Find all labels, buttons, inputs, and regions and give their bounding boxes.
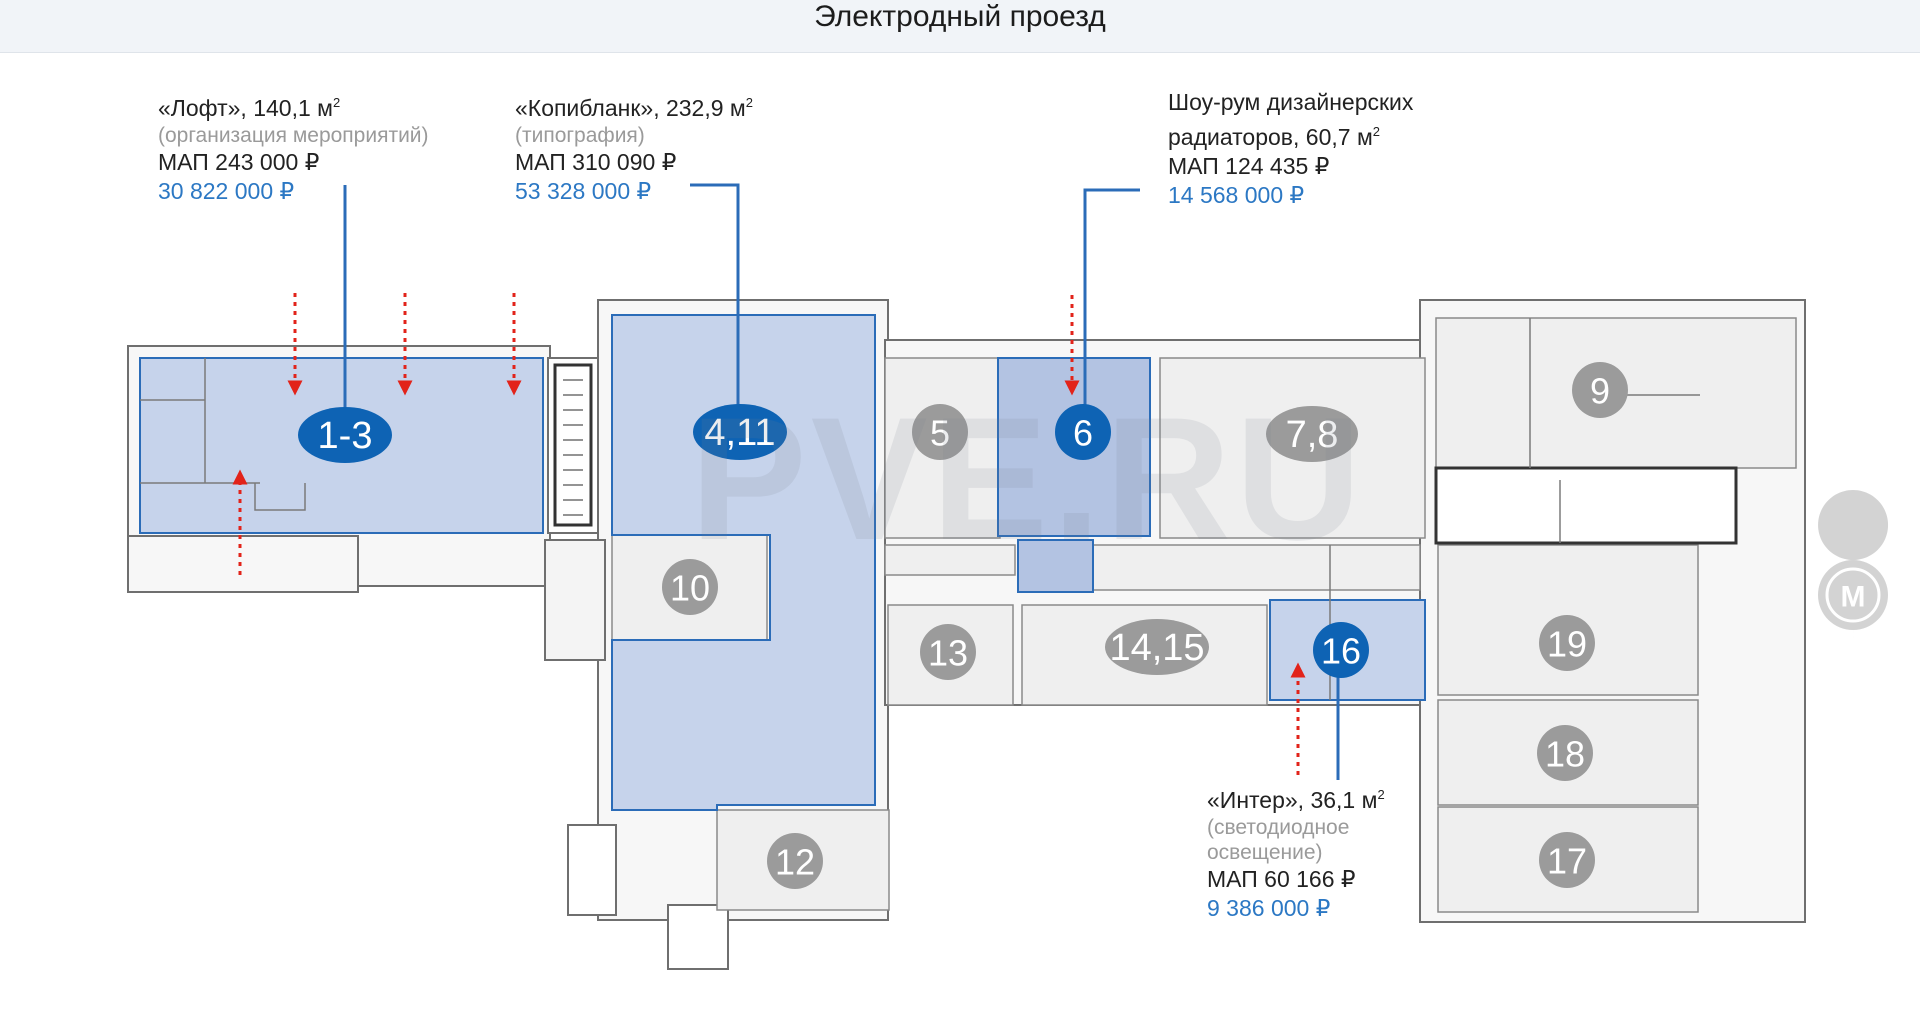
inter-subtitle-line2: освещение) [1207, 841, 1323, 864]
unit-badge-16[interactable]: 16 [1313, 622, 1369, 678]
unit-label-12: 12 [775, 842, 815, 883]
unit-badge-4-11[interactable]: 4,11 [693, 404, 787, 460]
callout-kopiblank: «Копибланк», 232,9 м2 (типография) МАП 3… [515, 95, 753, 204]
unit-badge-13[interactable]: 13 [920, 624, 976, 680]
unit-label-7-8: 7,8 [1286, 414, 1339, 456]
entrance-arrows [232, 293, 1306, 775]
kopiblank-price: 53 328 000 ₽ [515, 178, 652, 204]
unit-badge-6[interactable]: 6 [1055, 404, 1111, 460]
unit-label-19: 19 [1547, 624, 1587, 665]
street-header: Электродный проезд [0, 0, 1920, 53]
unit-label-17: 17 [1547, 841, 1587, 882]
kopiblank-subtitle: (типография) [515, 124, 645, 147]
unit-label-16: 16 [1321, 631, 1361, 672]
showroom-title-line1: Шоу-рум дизайнерских [1168, 89, 1414, 115]
unit-badges: 1-3 4,11 5 6 7,8 9 10 12 [298, 362, 1628, 889]
unit-label-9: 9 [1590, 371, 1610, 412]
inter-subtitle-line1: (светодиодное [1207, 816, 1350, 839]
inter-price: 9 386 000 ₽ [1207, 895, 1331, 921]
callout-showroom: Шоу-рум дизайнерских радиаторов, 60,7 м2… [1168, 89, 1414, 208]
street-name: Электродный проезд [814, 0, 1106, 33]
watermark: PVE.RU [690, 382, 1366, 577]
showroom-price: 14 568 000 ₽ [1168, 182, 1305, 208]
stairs [553, 363, 593, 527]
unit-label-13: 13 [928, 633, 968, 674]
showroom-title-line2: радиаторов, 60,7 м [1168, 124, 1373, 150]
callout-inter: «Интер», 36,1 м2 (светодиодное освещение… [1207, 787, 1385, 921]
callout-loft: «Лофт», 140,1 м2 (организация мероприяти… [158, 95, 429, 204]
unit-label-6: 6 [1073, 413, 1093, 454]
inter-title: «Интер», 36,1 м [1207, 787, 1378, 813]
unit-label-18: 18 [1545, 734, 1585, 775]
unit-badge-9[interactable]: 9 [1572, 362, 1628, 418]
loft-subtitle: (организация мероприятий) [158, 124, 429, 147]
kopiblank-map: МАП 310 090 ₽ [515, 149, 677, 175]
unit-badge-14-15[interactable]: 14,15 [1105, 619, 1209, 675]
unit-label-5: 5 [930, 413, 950, 454]
unit-label-10: 10 [670, 568, 710, 609]
unit-badge-12[interactable]: 12 [767, 833, 823, 889]
metro-marker[interactable]: М [1818, 490, 1889, 648]
unit-badge-17[interactable]: 17 [1539, 832, 1595, 888]
unit-label-4-11: 4,11 [704, 412, 775, 454]
loft-map: МАП 243 000 ₽ [158, 149, 320, 175]
unit-badge-18[interactable]: 18 [1537, 725, 1593, 781]
unit-badge-7-8[interactable]: 7,8 [1266, 406, 1358, 462]
unit-label-14-15: 14,15 [1109, 627, 1204, 669]
unit-badge-1-3[interactable]: 1-3 [298, 407, 392, 463]
loft-price: 30 822 000 ₽ [158, 178, 295, 204]
showroom-map: МАП 124 435 ₽ [1168, 153, 1330, 179]
unit-badge-5[interactable]: 5 [912, 404, 968, 460]
inter-map: МАП 60 166 ₽ [1207, 866, 1356, 892]
kopiblank-title: «Копибланк», 232,9 м [515, 95, 746, 121]
loft-title: «Лофт», 140,1 м [158, 95, 333, 121]
unit-label-1-3: 1-3 [318, 415, 373, 457]
unit-badge-10[interactable]: 10 [662, 559, 718, 615]
unit-badge-19[interactable]: 19 [1539, 615, 1595, 671]
metro-label: М [1841, 581, 1866, 614]
